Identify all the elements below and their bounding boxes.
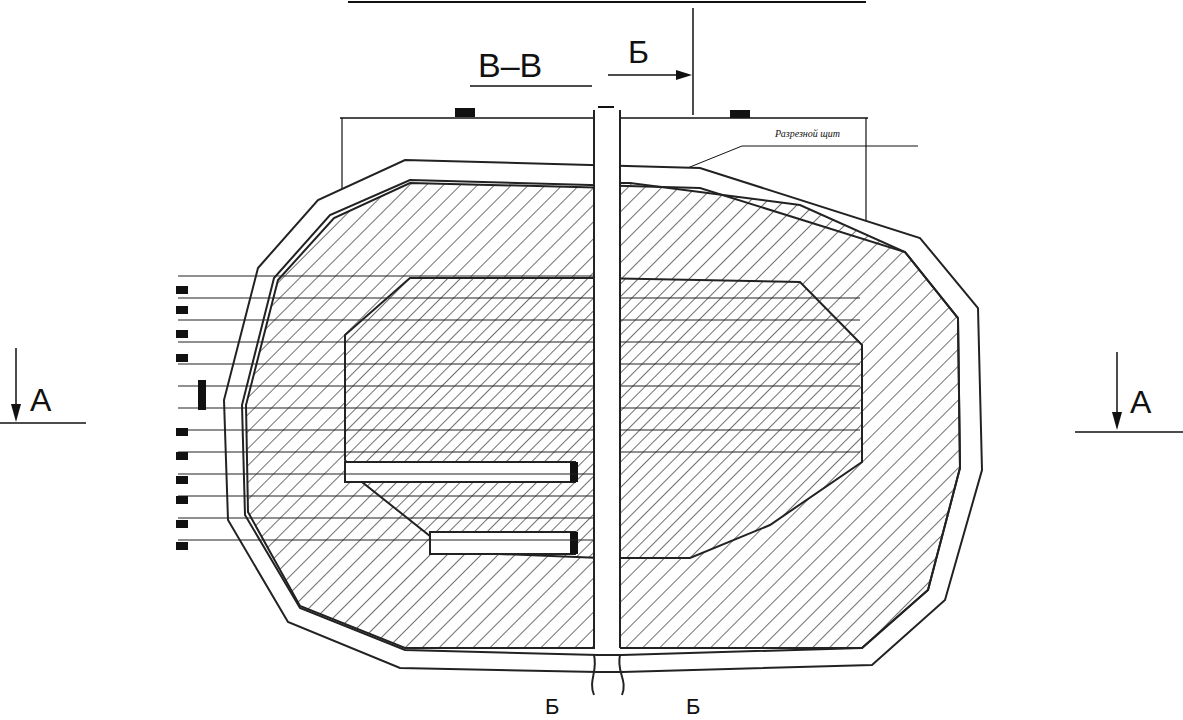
section-label: Б [628,36,649,68]
section-label: Б [545,696,559,718]
section-label: Б [686,696,700,718]
section-label: А [1130,386,1151,418]
leader-label: Разрезной щит [775,129,840,139]
section-label: А [30,384,51,416]
section-label: В–В [478,48,542,82]
